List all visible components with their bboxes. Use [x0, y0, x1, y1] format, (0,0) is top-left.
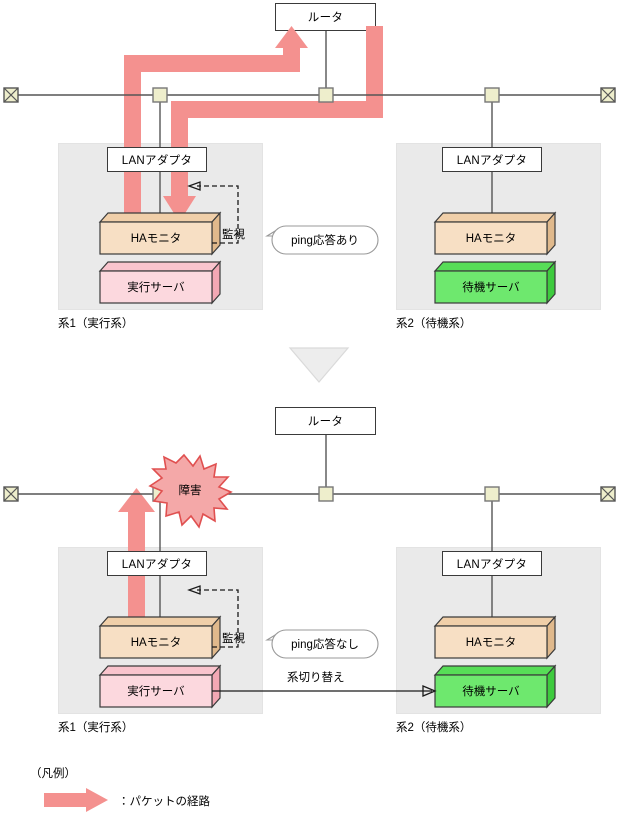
top-monitor-dashed-path	[187, 181, 239, 244]
top-router-label: ルータ	[307, 12, 344, 24]
bottom-router-box: ルータ	[275, 407, 376, 435]
top-network-tap-icon-3	[484, 87, 500, 103]
top-terminator-left-icon	[3, 87, 19, 103]
bottom-system1-ha-monitor-box	[98, 615, 222, 660]
switchover-arrow	[212, 685, 437, 697]
bottom-system1-active-server-box	[98, 664, 222, 709]
bottom-router-label: ルータ	[307, 416, 344, 428]
bottom-ping-callout-bubble	[265, 629, 379, 659]
top-system2-lan-adapter-label: LANアダプタ	[456, 154, 528, 167]
down-triangle-icon	[288, 347, 350, 383]
top-system1-ha-monitor-box	[98, 211, 222, 256]
bottom-system2-lan-adapter-box: LANアダプタ	[442, 551, 542, 576]
top-system2-lan-adapter-box: LANアダプタ	[442, 147, 542, 172]
top-system1-lan-adapter-label: LANアダプタ	[121, 154, 193, 167]
bottom-network-tap-icon-2	[318, 486, 334, 502]
top-ping-callout-bubble	[265, 225, 379, 255]
top-network-tap-icon-1	[152, 87, 168, 103]
legend-entry-0-text: ：パケットの経路	[118, 796, 210, 808]
bottom-system2-caption: 系2（待機系）	[396, 722, 472, 734]
top-terminator-right-icon	[600, 87, 616, 103]
top-system2-caption: 系2（待機系）	[396, 318, 472, 330]
top-system1-lan-adapter-box: LANアダプタ	[107, 147, 207, 172]
packet-route-arrow-icon	[44, 788, 108, 812]
bottom-terminator-left-icon	[3, 486, 19, 502]
top-system1-active-server-box	[98, 260, 222, 305]
top-system2-ha-monitor-box	[433, 211, 557, 256]
bottom-system1-lan-adapter-label: LANアダプタ	[121, 558, 193, 571]
bottom-system1-lan-adapter-box: LANアダプタ	[107, 551, 207, 576]
top-system2-standby-server-box	[433, 260, 557, 305]
failure-starburst-icon	[148, 453, 233, 529]
bottom-monitor-label: 監視	[222, 633, 245, 645]
switchover-label: 系切り替え	[287, 672, 345, 684]
legend-heading: （凡例）	[30, 768, 76, 780]
bottom-system2-standby-server-box	[433, 664, 557, 709]
bottom-system2-ha-monitor-box	[433, 615, 557, 660]
bottom-monitor-dashed-path	[187, 585, 239, 648]
bottom-network-tap-icon-3	[484, 486, 500, 502]
bottom-system2-lan-adapter-label: LANアダプタ	[456, 558, 528, 571]
top-router-box: ルータ	[275, 3, 376, 31]
bottom-system1-caption: 系1（実行系）	[58, 722, 134, 734]
top-monitor-label: 監視	[222, 229, 245, 241]
bottom-terminator-right-icon	[600, 486, 616, 502]
top-network-tap-icon-2	[318, 87, 334, 103]
top-system1-caption: 系1（実行系）	[58, 318, 134, 330]
